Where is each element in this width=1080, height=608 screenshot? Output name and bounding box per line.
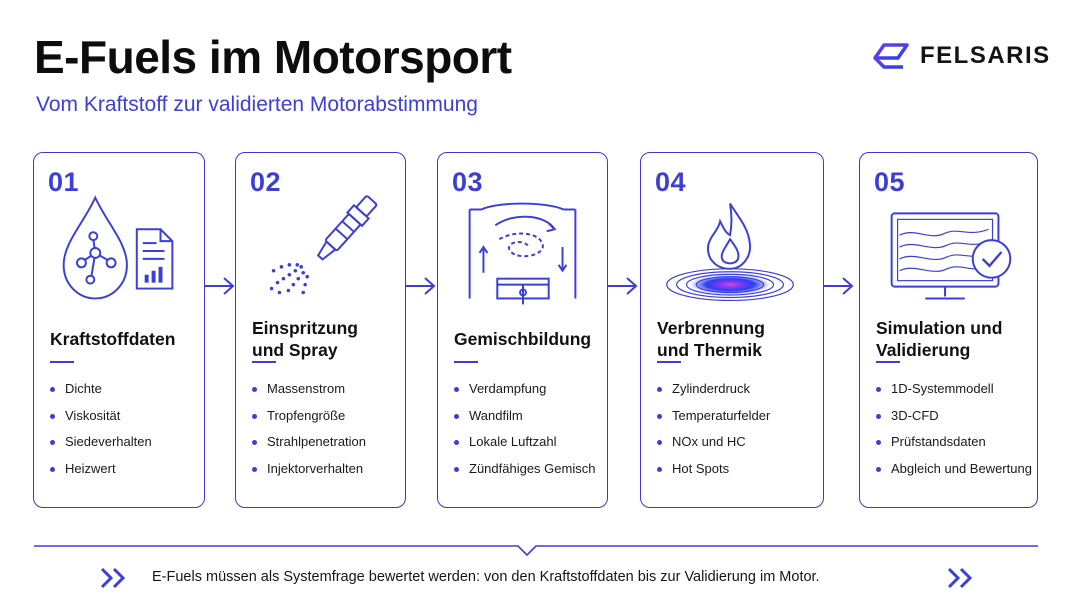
list-item: Injektorverhalten <box>252 461 366 488</box>
step-items: Zylinderdruck Temperaturfelder NOx und H… <box>657 381 770 487</box>
title-divider <box>657 361 681 363</box>
list-item: Abgleich und Bewertung <box>876 461 1032 488</box>
step-card-3: 03 Gemischbildung Verdampfung Wandfilm L… <box>437 152 608 508</box>
list-item: Tropfengröße <box>252 408 366 435</box>
list-item: Viskosität <box>50 408 152 435</box>
step-number: 05 <box>874 167 906 197</box>
title-divider <box>876 361 900 363</box>
footer-divider <box>34 545 1038 557</box>
step-card-1: 01 Kraftstoffdaten Dichte Viskosität Sie… <box>33 152 205 508</box>
list-item: Hot Spots <box>657 461 770 488</box>
list-item: Heizwert <box>50 461 152 488</box>
step-title: Kraftstoffdaten <box>50 329 176 349</box>
step-items: Massenstrom Tropfengröße Strahlpenetrati… <box>252 381 366 487</box>
cylinder-mixing-icon <box>468 202 577 305</box>
list-item: Verdampfung <box>454 381 595 408</box>
list-item: Dichte <box>50 381 152 408</box>
list-item: 3D-CFD <box>876 408 1032 435</box>
step-title: Gemischbildung <box>454 329 592 349</box>
double-chevron-right-icon <box>100 567 126 589</box>
list-item: 1D-Systemmodell <box>876 381 1032 408</box>
step-number: 03 <box>452 167 484 197</box>
brand-logo: FELSARIS <box>872 42 1051 70</box>
list-item: Strahlpenetration <box>252 434 366 461</box>
flame-heatmap-icon <box>666 202 794 302</box>
step-items: Dichte Viskosität Siedeverhalten Heizwer… <box>50 381 152 487</box>
page-subtitle: Vom Kraftstoff zur validierten Motorabst… <box>36 93 478 116</box>
step-items: Verdampfung Wandfilm Lokale Luftzahl Zün… <box>454 381 595 487</box>
list-item: Siedeverhalten <box>50 434 152 461</box>
arrow-right-icon <box>608 277 638 295</box>
step-number: 04 <box>655 167 687 197</box>
list-item: Lokale Luftzahl <box>454 434 595 461</box>
list-item: Zylinderdruck <box>657 381 770 408</box>
double-chevron-right-icon <box>947 567 973 589</box>
list-item: Massenstrom <box>252 381 366 408</box>
title-divider <box>252 361 276 363</box>
fuel-drop-document-icon <box>62 195 174 300</box>
monitor-validation-icon <box>890 212 1012 300</box>
arrow-right-icon <box>406 277 436 295</box>
page-title: E-Fuels im Motorsport <box>34 31 512 83</box>
step-number: 02 <box>250 167 282 197</box>
injector-spray-icon <box>269 195 378 295</box>
felsaris-logo-icon <box>873 43 909 69</box>
list-item: NOx und HC <box>657 434 770 461</box>
step-number: 01 <box>48 167 80 197</box>
list-item: Wandfilm <box>454 408 595 435</box>
list-item: Prüfstandsdaten <box>876 434 1032 461</box>
brand-name: FELSARIS <box>920 42 1051 69</box>
arrow-right-icon <box>824 277 854 295</box>
title-divider <box>50 361 74 363</box>
list-item: Temperaturfelder <box>657 408 770 435</box>
list-item: Zündfähiges Gemisch <box>454 461 595 488</box>
footer-summary: E-Fuels müssen als Systemfrage bewertet … <box>152 569 820 585</box>
step-items: 1D-Systemmodell 3D-CFD Prüfstandsdaten A… <box>876 381 1032 487</box>
title-divider <box>454 361 478 363</box>
arrow-right-icon <box>205 277 235 295</box>
